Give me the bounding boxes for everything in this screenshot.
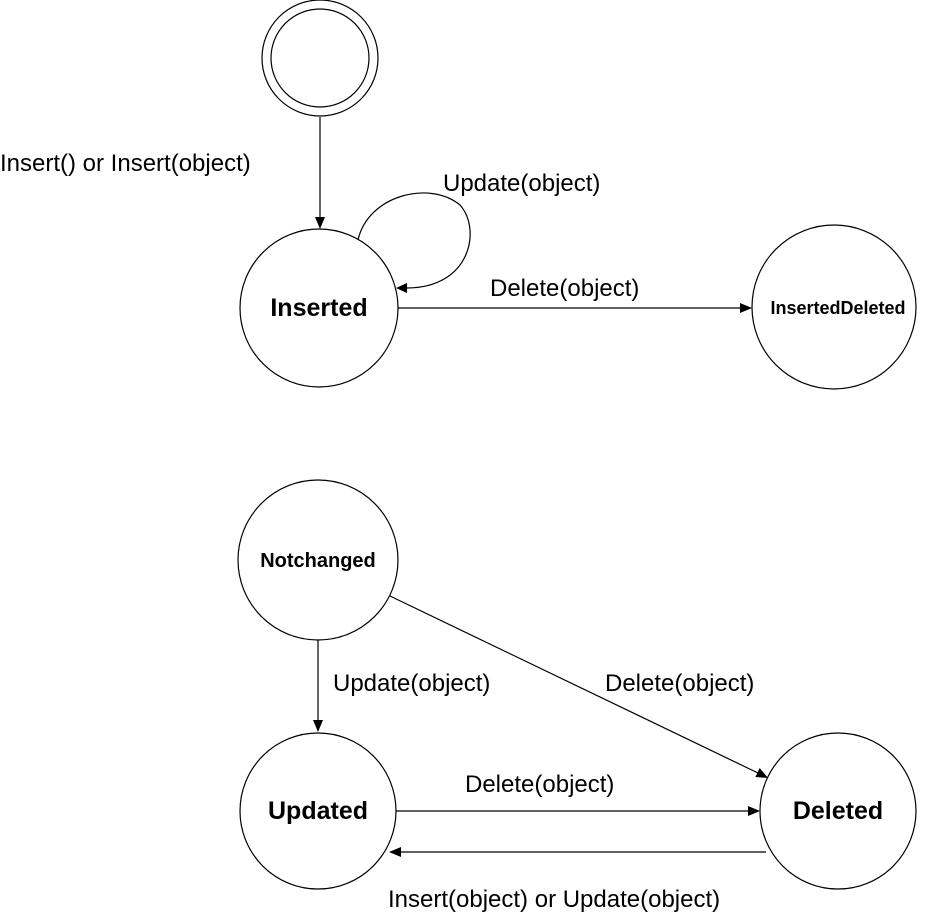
state-inserted-label: Inserted (270, 294, 367, 322)
state-inserted: Inserted (239, 228, 399, 388)
edge-label-delete-object-top: Delete(object) (490, 275, 639, 302)
arrowhead (740, 303, 752, 313)
arrowhead (748, 806, 760, 816)
state-updated-label: Updated (268, 797, 368, 825)
state-deleted: Deleted (759, 732, 917, 890)
edge-deleted-to-updated (389, 847, 766, 857)
edge-updated-to-deleted (396, 806, 760, 816)
arrowhead (313, 720, 323, 732)
edge-notchanged-to-updated (313, 640, 323, 732)
state-notchanged: Notchanged (237, 479, 399, 641)
state-inserted-deleted-circle (751, 224, 917, 390)
initial-state-inner-ring (270, 8, 370, 108)
edge-label-update-object-bottom: Update(object) (333, 670, 490, 697)
edge-notchanged-to-deleted (389, 595, 768, 778)
edge-label-insert-or-update-object: Insert(object) or Update(object) (388, 886, 720, 913)
initial-state (261, 0, 379, 117)
state-notchanged-label: Notchanged (260, 550, 376, 572)
state-deleted-circle (759, 732, 917, 890)
arrowhead (396, 283, 407, 293)
edge-initial-to-inserted (315, 117, 325, 229)
edge-inserted-self-loop (357, 192, 471, 293)
edge-inserted-to-inserted-deleted (398, 303, 752, 313)
edge-line (389, 595, 759, 774)
state-deleted-label: Deleted (793, 797, 883, 825)
state-inserted-deleted-label: InsertedDeleted (770, 298, 905, 318)
state-inserted-deleted: InsertedDeleted (751, 224, 917, 390)
edge-label-insert-or-insert-object: Insert() or Insert(object) (0, 150, 251, 177)
arrowhead (389, 847, 401, 857)
edge-label-delete-object-bottom: Delete(object) (465, 771, 614, 798)
state-updated: Updated (239, 732, 397, 890)
arrowhead (315, 217, 325, 229)
arrowhead (755, 768, 768, 778)
edge-label-delete-object-diagonal: Delete(object) (605, 670, 754, 697)
edge-label-update-object-self: Update(object) (443, 170, 600, 197)
edge-curve (357, 192, 471, 289)
